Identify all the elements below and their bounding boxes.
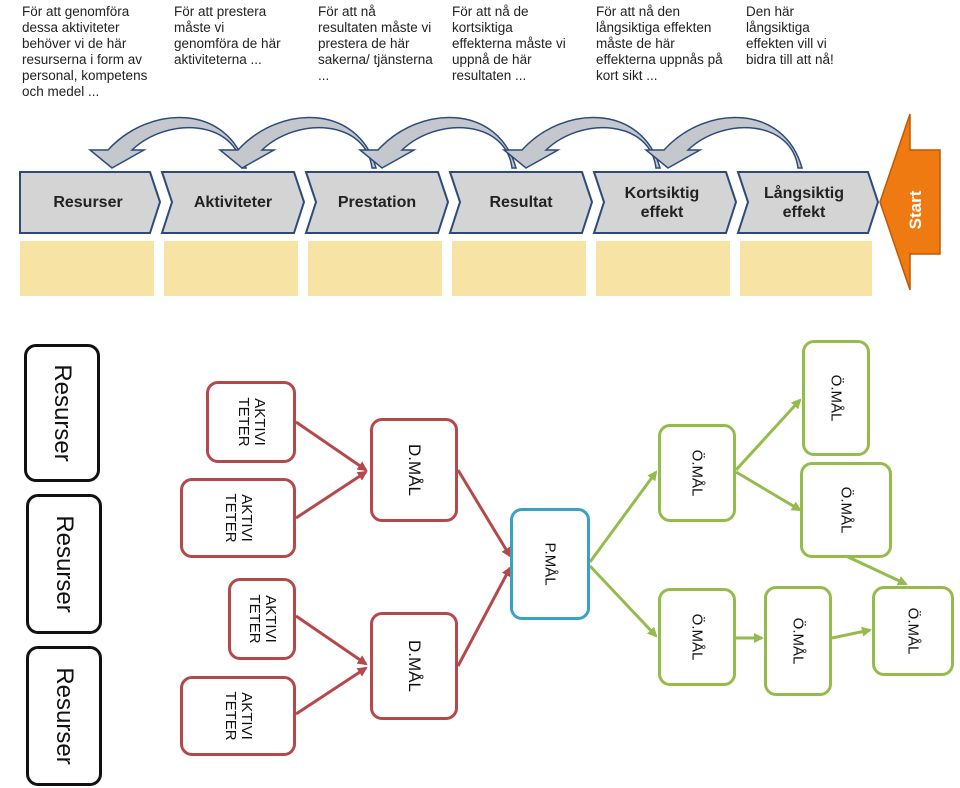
curved-arrow-4 — [501, 116, 661, 169]
activity-label: AKTIVI TETER — [235, 397, 268, 447]
omal-box: Ö.MÅL — [872, 586, 954, 676]
activity-label: AKTIVI TETER — [222, 493, 255, 543]
start-label: Start — [906, 190, 925, 230]
start-arrow — [879, 113, 941, 291]
pmal-label: P.MÅL — [541, 542, 559, 586]
omal-label: Ö.MÅL — [688, 449, 706, 497]
omal-label: Ö.MÅL — [789, 617, 807, 665]
description-prestation: För att nå resultaten måste vi prestera … — [318, 4, 433, 83]
stage-kortsiktig-effekt: Kortsiktig effekt — [624, 184, 700, 221]
activity-box: AKTIVI TETER — [180, 676, 296, 756]
omal-label: Ö.MÅL — [688, 613, 706, 661]
description-resurser: För att genomföra dessa aktiviteter behö… — [22, 4, 148, 99]
dmal-label: D.MÅL — [405, 444, 424, 496]
curved-arrow-5 — [643, 116, 803, 169]
dmal-box: D.MÅL — [370, 612, 458, 720]
omal-box: Ö.MÅL — [658, 588, 736, 686]
description-resultat: För att nå de kortsiktiga effekterna mås… — [452, 4, 566, 83]
description-langsiktig: Den här långsiktiga effekten vill vi bid… — [746, 4, 834, 67]
pmal-box: P.MÅL — [510, 508, 590, 620]
resource-label: Resurser — [49, 364, 76, 462]
activity-box: AKTIVI TETER — [206, 381, 296, 463]
resource-label: Resurser — [51, 667, 78, 765]
stage-resultat: Resultat — [489, 194, 553, 211]
omal-box: Ö.MÅL — [764, 586, 832, 696]
resource-label: Resurser — [51, 515, 78, 613]
description-kortsiktig: För att nå den långsiktiga effekten måst… — [596, 4, 723, 83]
curved-arrow-1 — [87, 116, 247, 169]
resource-box: Resurser — [24, 344, 100, 482]
activity-box: AKTIVI TETER — [180, 478, 296, 558]
omal-box: Ö.MÅL — [800, 462, 892, 558]
activity-box: AKTIVI TETER — [228, 578, 296, 660]
yellow-boxes — [20, 241, 872, 296]
omal-box: Ö.MÅL — [658, 424, 736, 522]
omal-label: Ö.MÅL — [827, 374, 845, 422]
stage-langsiktig-effekt: Långsiktig effekt — [763, 184, 844, 221]
stage-prestation: Prestation — [337, 194, 417, 211]
omal-label: Ö.MÅL — [837, 486, 855, 534]
curved-arrow-2 — [217, 116, 377, 169]
activity-label: AKTIVI TETER — [222, 691, 255, 741]
dmal-box: D.MÅL — [370, 418, 458, 522]
stage-aktiviteter: Aktiviteter — [193, 194, 273, 211]
stage-resurser: Resurser — [53, 194, 123, 211]
dmal-label: D.MÅL — [405, 640, 424, 692]
description-aktiviteter: För att prestera måste vi genomföra de h… — [174, 4, 281, 67]
omal-label: Ö.MÅL — [904, 607, 922, 655]
curved-arrow-3 — [357, 116, 517, 169]
curved-arrows — [87, 116, 803, 169]
resource-box: Resurser — [26, 646, 102, 786]
tree-connectors — [295, 398, 908, 716]
resource-box: Resurser — [26, 494, 102, 634]
omal-box: Ö.MÅL — [802, 340, 870, 456]
stage-chevrons — [19, 171, 880, 234]
activity-label: AKTIVI TETER — [246, 594, 279, 644]
